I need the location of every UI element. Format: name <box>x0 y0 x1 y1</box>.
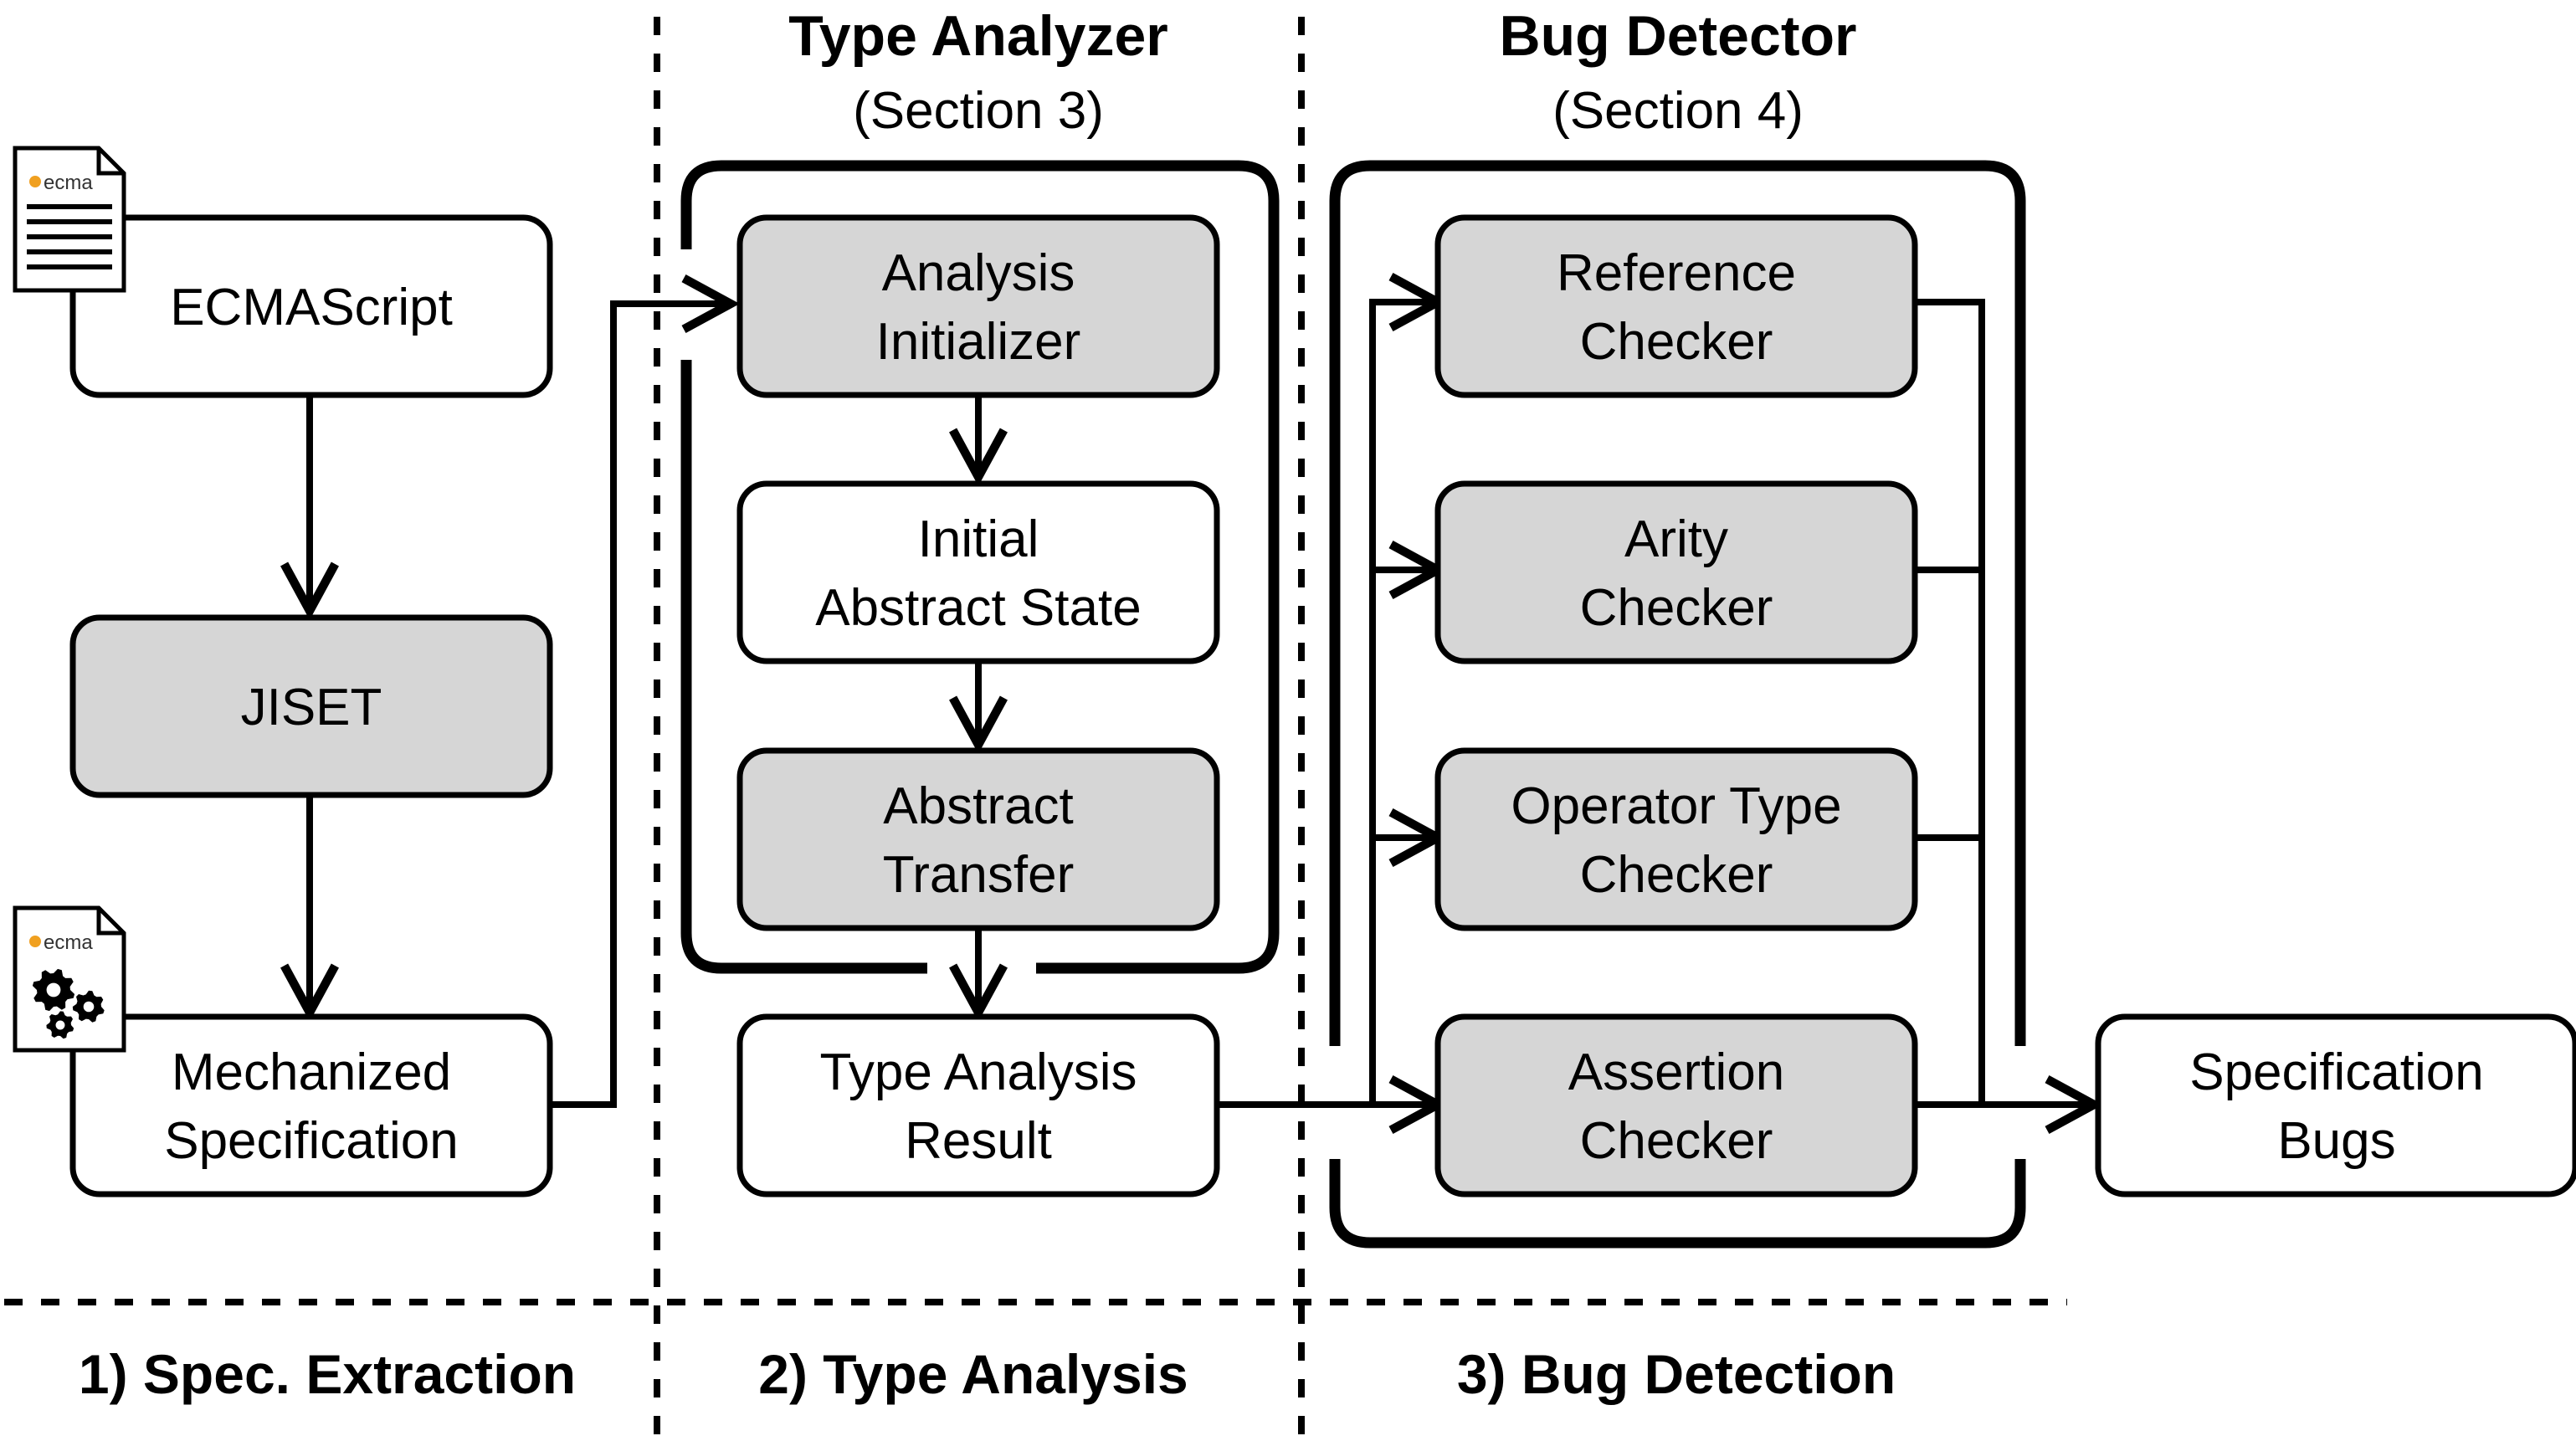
node-assertion-checker-label-1: Assertion <box>1568 1044 1784 1101</box>
node-reference-checker-box <box>1434 214 1918 398</box>
node-mechanized-specification-box <box>69 1013 553 1197</box>
node-mechanized-specification-label-2: Specification <box>164 1112 459 1170</box>
node-type-analysis-result-label-1: Type Analysis <box>819 1044 1137 1101</box>
node-analysis-initializer-label-1: Analysis <box>882 244 1075 302</box>
node-ecmascript: ECMAScript <box>69 214 553 398</box>
ecma-document-icon: ecma <box>13 146 126 293</box>
node-specification-bugs-label-1: Specification <box>2189 1044 2484 1101</box>
node-jiset-box <box>69 614 553 798</box>
gear-shape-2 <box>72 990 105 1023</box>
node-reference-checker-label-2: Checker <box>1580 313 1773 371</box>
node-ecmascript-box <box>69 214 553 398</box>
node-ecmascript-label-1: ECMAScript <box>170 279 453 336</box>
node-abstract-transfer-label-1: Abstract <box>883 777 1073 835</box>
node-abstract-transfer-label-2: Transfer <box>883 846 1075 904</box>
node-assertion-checker-label-2: Checker <box>1580 1112 1773 1170</box>
node-operator-type-checker-label-1: Operator Type <box>1511 777 1841 835</box>
svg-text:ecma: ecma <box>44 931 93 954</box>
edge-mechanized-initializer <box>550 274 740 1108</box>
node-jiset: JISET <box>69 614 553 798</box>
ecma-logo-dot <box>29 176 41 187</box>
bug-detector-subtitle: (Section 4) <box>1552 82 1804 140</box>
node-analysis-initializer-box <box>736 214 1220 398</box>
phase-label-spec-extraction: 1) Spec. Extraction <box>79 1343 576 1405</box>
node-mechanized-specification-label-1: Mechanized <box>172 1044 451 1101</box>
node-operator-type-checker-label-2: Checker <box>1580 846 1773 904</box>
node-initial-abstract-state-label-1: Initial <box>918 510 1039 568</box>
node-specification-bugs-label-2: Bugs <box>2277 1112 2395 1170</box>
node-arity-checker-box <box>1434 480 1918 664</box>
node-initial-abstract-state-box <box>736 480 1220 664</box>
node-reference-checker-label-1: Reference <box>1557 244 1796 302</box>
node-operator-type-checker-box <box>1434 747 1918 931</box>
node-type-analysis-result-label-2: Result <box>905 1112 1052 1170</box>
ecma-gears-icon: ecma <box>13 905 126 1053</box>
node-analysis-initializer-label-2: Initializer <box>876 313 1081 371</box>
phase-label-bug-detection: 3) Bug Detection <box>1457 1343 1896 1405</box>
node-jiset-label-1: JISET <box>241 679 382 736</box>
connectors <box>280 273 2103 1134</box>
node-abstract-transfer-box <box>736 747 1220 931</box>
phase-separators <box>4 17 2067 1441</box>
type-analyzer-container <box>680 160 1280 974</box>
gear-shape-1 <box>32 968 75 1012</box>
type-analyzer-title: Type Analyzer <box>788 4 1168 68</box>
node-type-analysis-result-box <box>736 1013 1220 1197</box>
bug-detector-title: Bug Detector <box>1500 4 1857 68</box>
gear-shape-3 <box>46 1011 74 1039</box>
node-assertion-checker-box <box>1434 1013 1918 1197</box>
svg-text:ecma: ecma <box>44 172 93 194</box>
bug-detector-container <box>1329 160 2026 1249</box>
type-analyzer-subtitle: (Section 3) <box>853 82 1104 140</box>
node-initial-abstract-state-label-2: Abstract State <box>815 579 1141 637</box>
node-arity-checker-label-2: Checker <box>1580 579 1773 637</box>
phase-label-type-analysis: 2) Type Analysis <box>758 1343 1188 1405</box>
node-specification-bugs-box <box>2095 1013 2576 1197</box>
node-arity-checker-label-1: Arity <box>1624 510 1728 568</box>
ecma-logo-dot-2 <box>29 936 41 947</box>
